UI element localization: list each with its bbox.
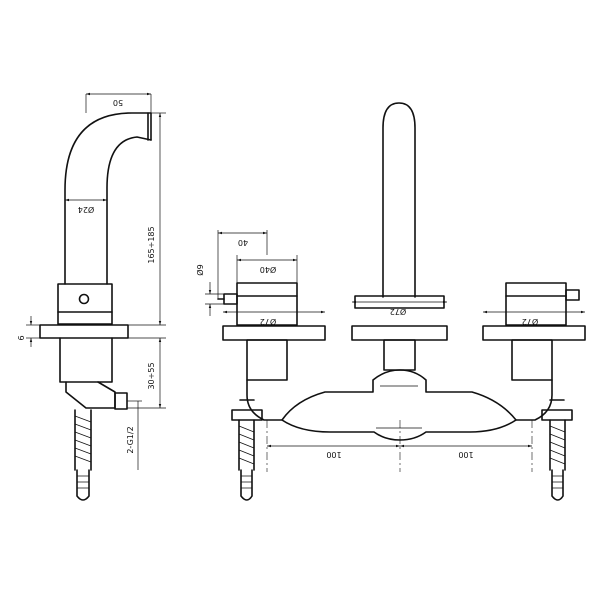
handle-diameter-label: Ø9 (195, 264, 205, 275)
center-flange-plate (351, 325, 448, 341)
left-hose-end-thread (241, 475, 252, 489)
left-hose-end (240, 469, 253, 501)
side-valve-nut (114, 392, 128, 410)
right-flange-plate (482, 325, 586, 341)
handle-length-label: 40 (238, 238, 248, 247)
side-screw (78, 293, 90, 305)
side-hose-braid (74, 415, 92, 463)
spout-outer (64, 112, 152, 285)
front-view: 40 Ø40 Ø9 Ø72 Ø72 Ø72 100 100 (195, 102, 586, 501)
right-hose (549, 419, 566, 471)
knob-diameter-label: Ø40 (260, 265, 276, 275)
left-spacing-label: 100 (326, 450, 341, 459)
left-flange-label: Ø72 (260, 317, 276, 327)
right-flange-label: Ø72 (522, 317, 538, 327)
side-hose-end-thread (77, 475, 89, 489)
side-view: 50 Ø24 165÷185 6 30÷55 2-G1/2 (17, 92, 166, 501)
side-hose-end (76, 469, 90, 501)
spout-diameter-label: Ø24 (78, 205, 94, 215)
pipe-center-detail (376, 385, 422, 429)
plate-thickness-label: 6 (17, 335, 26, 340)
spout-reach-label: 50 (113, 98, 123, 107)
left-hose-braid (238, 425, 255, 465)
left-handle (223, 293, 238, 305)
center-neck (383, 339, 416, 371)
side-body (57, 283, 113, 325)
side-valve (65, 381, 116, 409)
height-range-label: 165÷185 (147, 226, 156, 263)
inlet-label: 2-G1/2 (126, 426, 135, 453)
center-flange-label: Ø72 (390, 307, 406, 317)
right-hose-braid (549, 425, 566, 465)
side-stem (59, 337, 113, 383)
spout-inner (106, 136, 152, 285)
right-spacing-label: 100 (458, 450, 473, 459)
left-hose (238, 419, 255, 471)
right-hose-end (551, 469, 564, 501)
right-hose-end-thread (552, 475, 563, 489)
side-plate (39, 324, 129, 339)
front-spout (382, 102, 416, 298)
left-flange-plate (222, 325, 326, 341)
right-neck (511, 339, 553, 381)
right-hose-top (541, 409, 573, 421)
right-handle (565, 289, 580, 301)
right-knob (505, 282, 567, 326)
body-depth-label: 30÷55 (147, 362, 156, 389)
left-neck (246, 339, 288, 381)
left-hose-top (231, 409, 263, 421)
connecting-pipe-lower (281, 419, 517, 441)
connecting-pipe (246, 369, 553, 421)
